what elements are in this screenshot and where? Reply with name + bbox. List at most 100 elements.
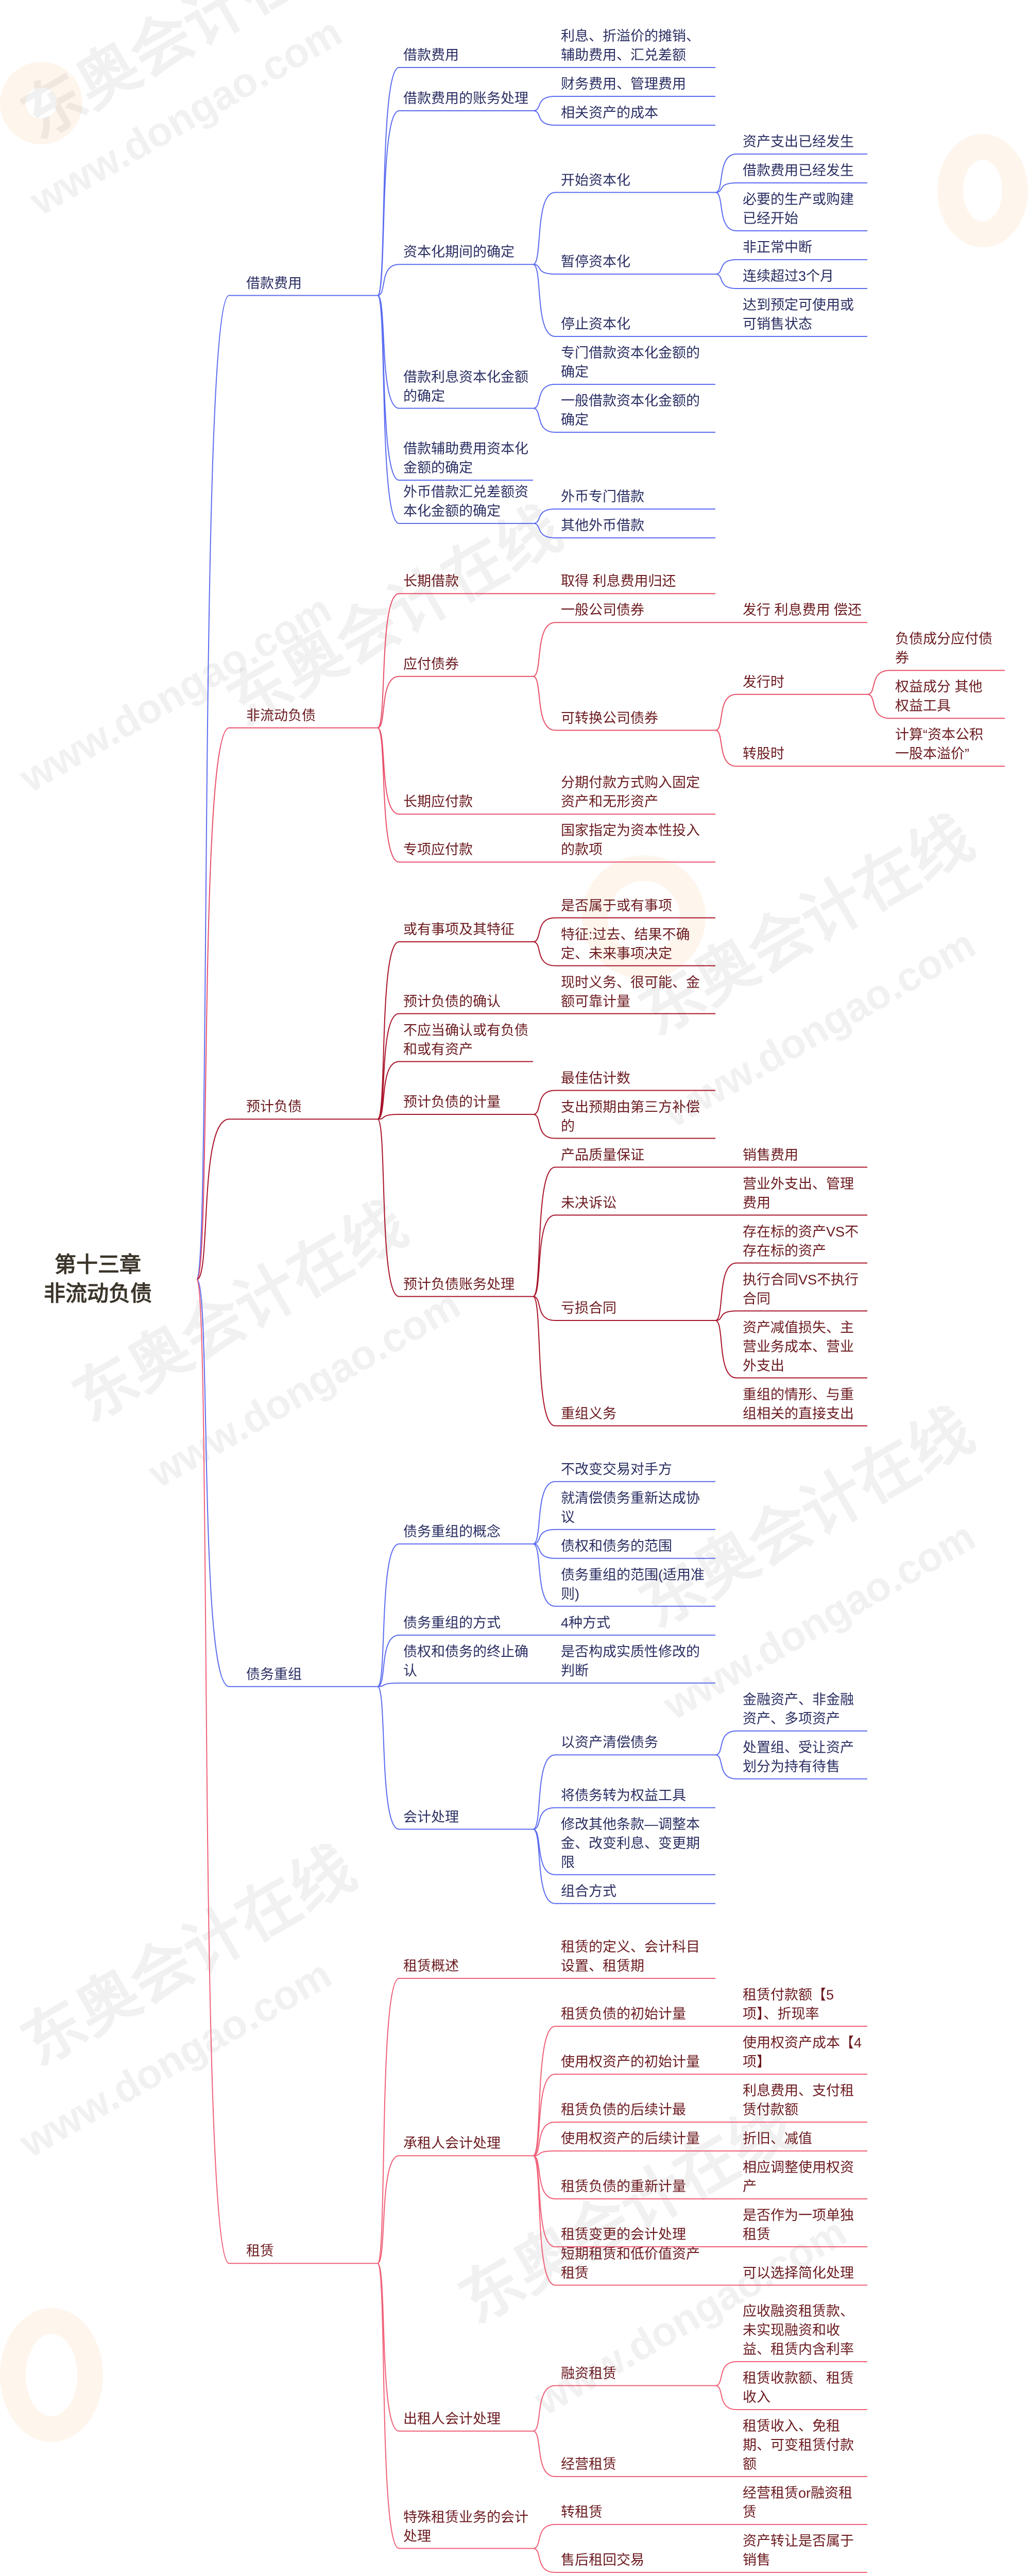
leaf-topic[interactable]: 应收融资租赁款、未实现融资和收益、租赁内含利率 xyxy=(743,2303,854,2357)
leaf-topic[interactable]: 资产支出已经发生 xyxy=(743,134,854,149)
topic-node[interactable]: 短期租赁和低价值资产租赁 xyxy=(561,2246,700,2281)
topic-node[interactable]: 预计负债的确认 xyxy=(403,993,501,1009)
topic-node[interactable]: 产品质量保证 xyxy=(561,1147,644,1163)
topic-node[interactable]: 预计负债的计量 xyxy=(403,1094,501,1110)
leaf-topic[interactable]: 最佳估计数 xyxy=(561,1070,630,1086)
topic-node[interactable]: 融资租赁 xyxy=(561,2365,616,2381)
leaf-topic[interactable]: 相应调整使用权资产 xyxy=(743,2160,854,2194)
leaf-topic[interactable]: 达到预定可使用或可销售状态 xyxy=(743,297,854,332)
topic-node[interactable]: 经营租赁 xyxy=(561,2456,616,2472)
leaf-topic[interactable]: 负债成分应付债券 xyxy=(895,631,992,666)
branch-topic[interactable]: 借款费用 xyxy=(246,275,302,291)
branch-topic[interactable]: 租赁 xyxy=(246,2243,274,2259)
leaf-topic[interactable]: 国家指定为资本性投入的款项 xyxy=(561,823,700,858)
leaf-topic[interactable]: 相关资产的成本 xyxy=(561,105,658,121)
topic-node[interactable]: 发行时 xyxy=(743,674,784,690)
topic-node[interactable]: 会计处理 xyxy=(403,1809,459,1825)
leaf-topic[interactable]: 租赁收款额、租赁收入 xyxy=(743,2370,854,2405)
topic-node[interactable]: 外币借款汇兑差额资本化金额的确定 xyxy=(403,484,528,519)
topic-node[interactable]: 出租人会计处理 xyxy=(403,2411,501,2427)
topic-node[interactable]: 暂停资本化 xyxy=(561,254,630,269)
leaf-topic[interactable]: 可以选择简化处理 xyxy=(743,2265,854,2281)
leaf-topic[interactable]: 利息费用、支付租赁付款额 xyxy=(743,2083,854,2117)
topic-node[interactable]: 租赁负债的后续计最 xyxy=(561,2102,686,2117)
branch-topic[interactable]: 预计负债 xyxy=(246,1099,302,1115)
leaf-topic[interactable]: 非正常中断 xyxy=(743,240,812,255)
topic-node[interactable]: 使用权资产的初始计量 xyxy=(561,2054,700,2070)
topic-node[interactable]: 债务重组的概念 xyxy=(403,1523,501,1539)
leaf-topic[interactable]: 销售费用 xyxy=(743,1147,798,1163)
leaf-topic[interactable]: 分期付款方式购入固定资产和无形资产 xyxy=(561,775,700,810)
leaf-topic[interactable]: 债权和债务的范围 xyxy=(561,1538,672,1554)
leaf-topic[interactable]: 连续超过3个月 xyxy=(743,268,834,284)
leaf-topic[interactable]: 修改其他条款—调整本金、改变利息、变更期限 xyxy=(561,1816,700,1870)
leaf-topic[interactable]: 租赁的定义、会计科目设置、租赁期 xyxy=(561,1939,700,1974)
branch-topic[interactable]: 非流动负债 xyxy=(246,707,316,723)
topic-node[interactable]: 亏损合同 xyxy=(561,1300,616,1316)
topic-node[interactable]: 转租赁 xyxy=(561,2504,603,2520)
leaf-topic[interactable]: 就清偿债务重新达成协议 xyxy=(561,1490,700,1525)
leaf-topic[interactable]: 现时义务、很可能、金额可靠计量 xyxy=(561,974,700,1009)
leaf-topic[interactable]: 使用权资产成本【4项】 xyxy=(743,2035,862,2070)
topic-node[interactable]: 售后租回交易 xyxy=(561,2552,644,2568)
leaf-topic[interactable]: 营业外支出、管理费用 xyxy=(743,1176,854,1211)
leaf-topic[interactable]: 必要的生产或购建已经开始 xyxy=(743,192,854,226)
topic-node[interactable]: 转股时 xyxy=(743,746,784,762)
leaf-topic[interactable]: 资产减值损失、主营业务成本、营业外支出 xyxy=(743,1319,854,1374)
topic-node[interactable]: 租赁概述 xyxy=(403,1958,459,1974)
topic-node[interactable]: 特殊租赁业务的会计处理 xyxy=(403,2509,528,2544)
leaf-topic[interactable]: 借款费用已经发生 xyxy=(743,163,854,178)
topic-node[interactable]: 使用权资产的后续计量 xyxy=(561,2131,700,2146)
topic-node[interactable]: 重组义务 xyxy=(561,1405,616,1421)
topic-node[interactable]: 租赁变更的会计处理 xyxy=(561,2227,686,2242)
topic-node[interactable]: 预计负债账务处理 xyxy=(403,1276,515,1292)
leaf-topic[interactable]: 借款辅助费用资本化金额的确定 xyxy=(403,441,528,476)
leaf-topic[interactable]: 组合方式 xyxy=(561,1883,616,1899)
topic-node[interactable]: 或有事项及其特征 xyxy=(403,922,515,937)
leaf-topic[interactable]: 取得 利息费用归还 xyxy=(561,573,676,589)
leaf-topic[interactable]: 其他外币借款 xyxy=(561,518,644,533)
topic-node[interactable]: 借款利息资本化金额的确定 xyxy=(403,369,528,404)
topic-node[interactable]: 租赁负债的重新计量 xyxy=(561,2179,686,2194)
leaf-topic[interactable]: 外币专门借款 xyxy=(561,489,644,504)
root-topic[interactable]: 第十三章 非流动负债 xyxy=(21,1250,175,1308)
topic-node[interactable]: 长期借款 xyxy=(403,573,459,589)
leaf-topic[interactable]: 不应当确认或有负债和或有资产 xyxy=(403,1022,528,1057)
leaf-topic[interactable]: 资产转让是否属于销售 xyxy=(743,2533,854,2568)
leaf-topic[interactable]: 重组的情形、与重组相关的直接支出 xyxy=(743,1386,854,1421)
leaf-topic[interactable]: 财务费用、管理费用 xyxy=(561,76,686,92)
leaf-topic[interactable]: 不改变交易对手方 xyxy=(561,1461,672,1477)
leaf-topic[interactable]: 利息、折溢价的摊销、辅助费用、汇兑差额 xyxy=(561,28,700,63)
topic-node[interactable]: 开始资本化 xyxy=(561,172,630,188)
leaf-topic[interactable]: 存在标的资产VS不存在标的资产 xyxy=(743,1224,859,1259)
topic-node[interactable]: 停止资本化 xyxy=(561,316,630,332)
leaf-topic[interactable]: 将债务转为权益工具 xyxy=(561,1787,686,1803)
leaf-topic[interactable]: 权益成分 其他权益工具 xyxy=(895,679,983,714)
branch-topic[interactable]: 债务重组 xyxy=(246,1666,302,1682)
leaf-topic[interactable]: 是否构成实质性修改的判断 xyxy=(561,1643,700,1679)
leaf-topic[interactable]: 折旧、减值 xyxy=(743,2131,812,2146)
leaf-topic[interactable]: 支出预期由第三方补偿的 xyxy=(561,1099,700,1134)
leaf-topic[interactable]: 是否作为一项单独租赁 xyxy=(743,2208,854,2242)
leaf-topic[interactable]: 专门借款资本化金额的确定 xyxy=(561,345,700,380)
leaf-topic[interactable]: 租赁收入、免租期、可变租赁付款额 xyxy=(743,2418,854,2472)
topic-node[interactable]: 专项应付款 xyxy=(403,842,473,858)
leaf-topic[interactable]: 金融资产、非金融资产、多项资产 xyxy=(743,1691,854,1726)
topic-node[interactable]: 租赁负债的初始计量 xyxy=(561,2006,686,2022)
leaf-topic[interactable]: 租赁付款额【5项】、折现率 xyxy=(743,1987,834,2022)
leaf-topic[interactable]: 计算“资本公积一股本溢价” xyxy=(895,727,983,762)
topic-node[interactable]: 债权和债务的终止确认 xyxy=(403,1643,528,1679)
topic-node[interactable]: 借款费用的账务处理 xyxy=(403,91,528,106)
topic-node[interactable]: 以资产清偿债务 xyxy=(561,1735,658,1751)
topic-node[interactable]: 资本化期间的确定 xyxy=(403,244,515,260)
leaf-topic[interactable]: 处置组、受让资产划分为持有待售 xyxy=(743,1739,854,1774)
leaf-topic[interactable]: 一般借款资本化金额的确定 xyxy=(561,393,700,428)
topic-node[interactable]: 应付债券 xyxy=(403,656,459,672)
topic-node[interactable]: 承租人会计处理 xyxy=(403,2136,501,2151)
topic-node[interactable]: 未决诉讼 xyxy=(561,1195,616,1211)
leaf-topic[interactable]: 特征:过去、结果不确定、未来事项决定 xyxy=(561,926,690,961)
topic-node[interactable]: 债务重组的方式 xyxy=(403,1615,501,1631)
leaf-topic[interactable]: 经营租赁or融资租赁 xyxy=(743,2485,853,2520)
topic-node[interactable]: 借款费用 xyxy=(403,47,459,63)
leaf-topic[interactable]: 4种方式 xyxy=(561,1615,611,1631)
